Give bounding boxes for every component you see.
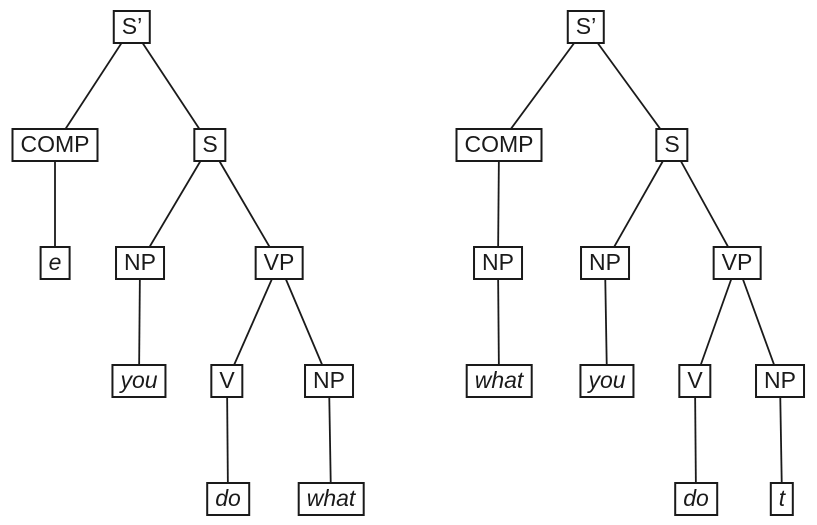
tree-edge-right-s-bar-s <box>585 26 673 146</box>
tree-node-right-np-subj: NP <box>580 246 630 280</box>
tree-node-left-what: what <box>297 482 365 516</box>
tree-node-right-what: what <box>465 364 533 398</box>
tree-edge-left-v-do <box>226 380 229 500</box>
tree-node-left-np-obj: NP <box>304 364 354 398</box>
tree-node-left-e: e <box>39 246 71 280</box>
tree-edge-right-np-obj-t <box>779 380 783 500</box>
tree-edge-left-s-vp <box>209 144 280 264</box>
tree-edge-right-vp-np-obj <box>736 262 781 382</box>
tree-edge-right-s-bar-comp <box>498 26 587 146</box>
tree-node-right-np-obj: NP <box>755 364 805 398</box>
tree-edge-right-s-vp <box>671 144 738 264</box>
tree-edge-right-vp-v <box>694 262 738 382</box>
tree-edge-left-vp-v <box>226 262 280 382</box>
tree-edge-left-s-np-subj <box>139 144 211 264</box>
tree-node-left-v: V <box>210 364 244 398</box>
tree-edge-left-vp-np-obj <box>278 262 330 382</box>
tree-node-left-comp: COMP <box>11 128 99 162</box>
tree-node-right-np-wh: NP <box>473 246 523 280</box>
tree-node-left-s-bar: S’ <box>112 10 152 44</box>
tree-edge-left-s-bar-s <box>131 26 211 146</box>
tree-edge-left-np-subj-you <box>138 262 141 382</box>
tree-node-right-s: S <box>655 128 689 162</box>
tree-node-left-s: S <box>193 128 227 162</box>
tree-node-left-vp: VP <box>254 246 304 280</box>
tree-edge-right-np-wh-what <box>497 262 500 382</box>
tree-node-left-do: do <box>206 482 250 516</box>
tree-node-right-vp: VP <box>712 246 762 280</box>
tree-edge-left-np-obj-what <box>328 380 332 500</box>
tree-edge-left-s-bar-comp <box>54 26 133 146</box>
tree-node-right-t: t <box>769 482 795 516</box>
tree-node-left-np-subj: NP <box>115 246 165 280</box>
tree-node-left-you: you <box>111 364 167 398</box>
tree-node-right-you: you <box>579 364 635 398</box>
tree-edge-right-v-do <box>694 380 697 500</box>
tree-node-right-s-bar: S’ <box>566 10 606 44</box>
tree-edge-right-s-np-subj <box>604 144 673 264</box>
tree-edge-right-np-subj-you <box>604 262 608 382</box>
tree-node-right-v: V <box>678 364 712 398</box>
tree-node-right-do: do <box>674 482 718 516</box>
tree-edge-right-comp-np-wh <box>497 144 500 264</box>
tree-node-right-comp: COMP <box>455 128 543 162</box>
